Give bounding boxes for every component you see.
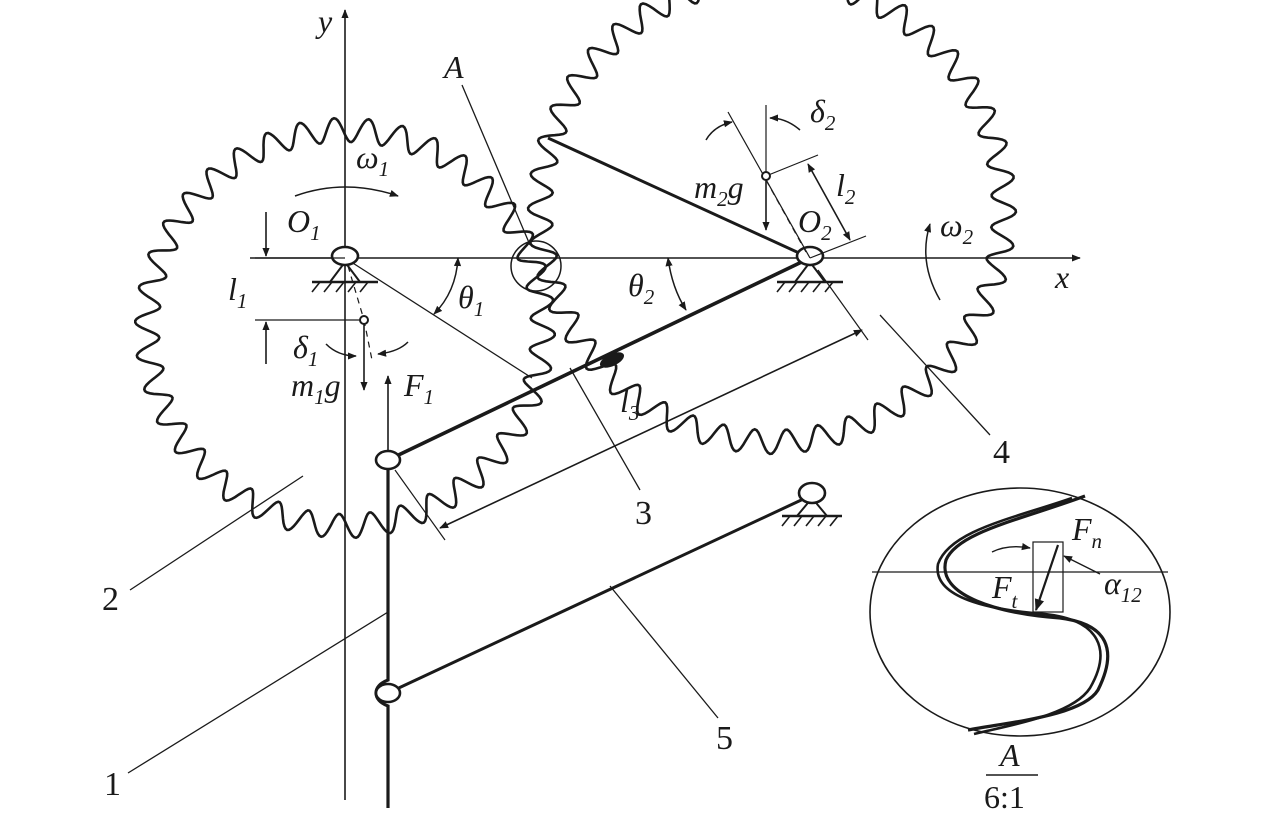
omega2-label: ω2 [940,207,974,249]
part1-label: 1 [104,766,121,803]
f1-label: F1 [403,367,434,409]
point-a-label: A [442,49,464,85]
l3-dimension-arrow [439,329,863,529]
theta1-label: θ1 [458,279,484,321]
y-axis-label: y [315,3,333,39]
delta1-label: δ1 [293,329,318,371]
force-triangle-box [1032,541,1064,613]
l2-dimension-arrow [807,163,851,241]
x-axis-label: x [1054,259,1069,295]
part4-label: 4 [993,434,1010,471]
com2-dot [761,171,771,181]
pin-rod-link5 [374,682,402,704]
m2g-label: m2g [694,169,744,211]
point-a-leader [461,84,531,246]
part5-label: 5 [716,720,733,757]
part3-label: 3 [635,495,652,532]
delta1-arrow-left [325,343,357,360]
delta2-arrow-left [705,120,733,141]
omega1-label: ω1 [356,139,389,181]
link-o2-rim [547,136,811,260]
alpha12-label: α12 [1104,565,1142,607]
com1-offset-line [347,265,365,321]
part3-leader [569,367,641,491]
part1-leader [127,611,389,774]
fn-arrow [1034,544,1060,612]
detail-a-scale: 6:1 [984,779,1025,815]
delta2-label: δ2 [810,93,836,135]
theta2-arrow [665,257,687,311]
l2-ext-top [765,154,819,177]
support-o2 [776,245,843,293]
mesh-point-circle [510,240,562,292]
rod-1 [374,460,390,808]
com1-guide-right [363,319,373,361]
l3-ext-top [817,269,869,341]
l3-label: l3 [620,383,639,425]
o2-label: O2 [798,203,832,245]
l1-label: l1 [228,271,247,313]
theta1-reference-line [344,257,533,379]
com1-dot [359,315,369,325]
omega1-arrow [294,186,399,197]
delta2-arrow-right [769,114,801,131]
part2-label: 2 [102,581,119,618]
part4-leader [879,314,991,436]
gear-2 [526,0,1018,456]
link-5 [387,493,813,695]
l2-label: l2 [836,167,856,209]
theta2-label: θ2 [628,267,655,309]
com2-offset-line [765,179,807,253]
delta1-arrow-right [377,341,409,357]
omega2-arrow [924,223,941,301]
fn-angle-arrow-left [991,543,1031,553]
fn-label: Fn [1071,511,1102,553]
o1-label: O1 [287,203,321,245]
support-o1 [311,245,378,293]
theta1-arrow [433,257,462,315]
l2-ext-bottom [809,235,867,259]
pin-lower [374,449,402,471]
detail-a-outline [869,487,1171,737]
alpha12-arrow [1063,555,1101,575]
m1g-label: m1g [291,367,341,409]
part5-leader [609,585,719,719]
detail-a-name: A [998,737,1020,773]
detail-tooth-2 [936,496,1102,736]
l3-ext-bottom [394,469,446,541]
part2-leader [129,475,304,591]
ft-label: Ft [991,569,1019,613]
detail-tooth-1 [943,494,1110,732]
